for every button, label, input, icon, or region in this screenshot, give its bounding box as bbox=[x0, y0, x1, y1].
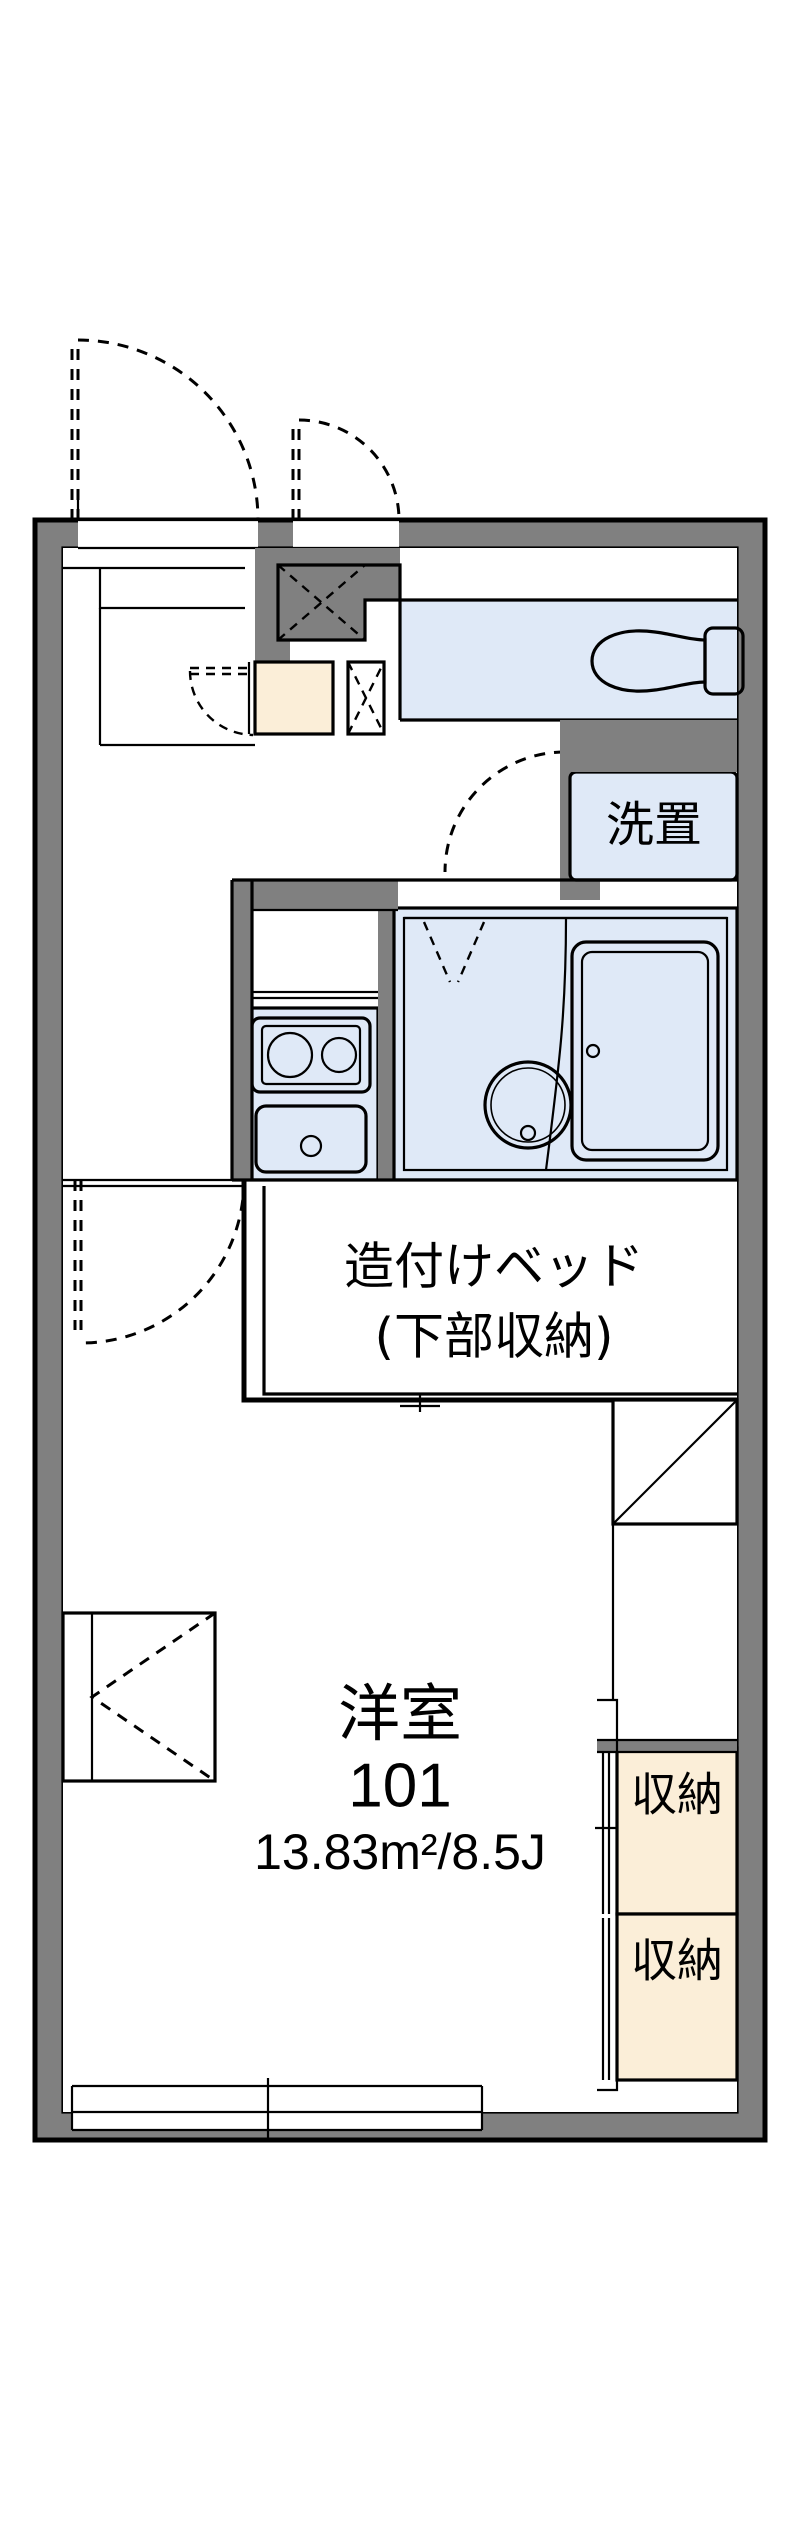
toilet-partition-wall bbox=[255, 548, 400, 700]
balcony-window[interactable] bbox=[70, 2078, 484, 2138]
misc-wall-lines bbox=[230, 720, 737, 1182]
closet-head-wall bbox=[597, 1740, 737, 1752]
meter-box bbox=[346, 660, 386, 736]
entry-storage-cross bbox=[277, 564, 366, 641]
meter-box-outline bbox=[346, 660, 386, 736]
toilet-floor bbox=[400, 600, 737, 720]
closet-upper-fill bbox=[617, 1748, 737, 1914]
kitchen-counter-fill bbox=[244, 1008, 378, 1180]
toilet-bowl bbox=[590, 629, 707, 693]
meter-box-cross bbox=[346, 661, 386, 735]
closet-upper: 収納 bbox=[615, 1746, 739, 1916]
main-room-number: 101 bbox=[348, 1751, 451, 1820]
washer-label: 洗置 bbox=[606, 797, 702, 853]
kitchen-left-wall bbox=[232, 880, 252, 1180]
closet-head-line bbox=[597, 1738, 737, 1754]
shoe-cabinet-swing-arc bbox=[188, 670, 254, 737]
wash-basin-drain-icon bbox=[519, 1124, 537, 1142]
bath-door-swing-arc bbox=[443, 750, 566, 873]
bed-label: 造付けベッド bbox=[344, 1238, 644, 1296]
kitchen-bath-head-wall bbox=[244, 880, 398, 910]
casement-window[interactable] bbox=[61, 1611, 217, 1783]
main-room-entry-door[interactable] bbox=[63, 1178, 246, 1345]
bed-outline-left-bottom bbox=[241, 1180, 737, 1403]
closet-lower-door-track bbox=[601, 1918, 611, 2080]
balcony-window-rails bbox=[72, 2084, 482, 2132]
main-room: 洋室 101 13.83m²/8.5J bbox=[254, 1677, 546, 1880]
unit-bath bbox=[378, 906, 739, 1182]
washer-head-wall bbox=[560, 720, 737, 772]
main-room-door-swing-arc bbox=[80, 1179, 246, 1345]
closet-frame-left bbox=[597, 1698, 619, 2092]
toilet-fixture bbox=[590, 626, 745, 696]
bathtub-outline bbox=[570, 940, 720, 1162]
toilet-room bbox=[255, 548, 745, 722]
kitchen-left-wall-lines bbox=[230, 880, 254, 1180]
built-in-bed: 造付けベッド (下部収納) bbox=[241, 1178, 737, 1403]
entrance-door-opening bbox=[78, 520, 258, 548]
sink-drain-icon bbox=[299, 1134, 323, 1158]
building-outer-wall bbox=[32, 517, 768, 2143]
closet-lower: 収納 bbox=[615, 1912, 739, 2082]
shoe-cabinet bbox=[188, 660, 335, 737]
washer-space: 洗置 bbox=[560, 720, 739, 900]
room-door-bottom[interactable] bbox=[400, 1394, 440, 1412]
entry-storage-box bbox=[276, 563, 402, 642]
gas-stove-top bbox=[260, 1024, 362, 1086]
air-conditioner-niche bbox=[611, 1398, 739, 1700]
closet-sliding-doors[interactable] bbox=[595, 1698, 737, 2092]
main-room-label: 洋室 bbox=[338, 1677, 462, 1750]
wash-basin-inner bbox=[490, 1067, 566, 1143]
bed-inner-line bbox=[262, 1186, 737, 1396]
wash-basin-outline bbox=[483, 1060, 573, 1150]
kitchen bbox=[236, 990, 384, 1182]
shoe-cabinet-fill bbox=[255, 662, 333, 734]
entrance-area bbox=[63, 566, 255, 747]
closet-lower-label-1: 収納 bbox=[631, 1934, 723, 1988]
shoe-cabinet-outline bbox=[253, 660, 335, 736]
entrance-door[interactable] bbox=[70, 338, 260, 550]
vanity-counter-edge bbox=[544, 917, 568, 1171]
bed-floor bbox=[244, 1180, 737, 1400]
bed-sublabel: (下部収納) bbox=[374, 1308, 613, 1366]
entrance-door-threshold bbox=[78, 518, 258, 550]
balcony-window-fill bbox=[72, 2086, 482, 2130]
hall-door-swing-arc bbox=[298, 418, 401, 521]
bathtub-drain-icon bbox=[585, 1043, 601, 1059]
niche-diagonal bbox=[612, 1399, 738, 1525]
bath-door-fold-icon bbox=[422, 921, 486, 983]
washer-floor bbox=[570, 772, 737, 880]
balcony-window-jambs bbox=[70, 2086, 484, 2130]
closet-upper-door-track bbox=[601, 1752, 611, 1914]
closet-upper-label-1: 収納 bbox=[631, 1768, 723, 1822]
burner-small-icon bbox=[320, 1036, 358, 1074]
entrance-door-swing-arc bbox=[77, 338, 260, 521]
casement-window-swing bbox=[89, 1611, 216, 1783]
main-room-area: 13.83m²/8.5J bbox=[254, 1824, 546, 1880]
hall-door-opening bbox=[293, 520, 399, 548]
casement-window-fill bbox=[63, 1613, 215, 1781]
burner-large-icon bbox=[266, 1031, 314, 1079]
closet-lower-fill bbox=[617, 1914, 737, 2080]
casement-window-frame bbox=[61, 1611, 217, 1783]
kitchen-sink-outline bbox=[254, 1104, 368, 1174]
bathtub-inner bbox=[580, 950, 710, 1152]
